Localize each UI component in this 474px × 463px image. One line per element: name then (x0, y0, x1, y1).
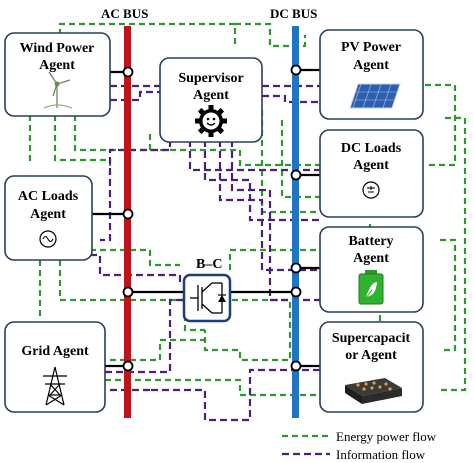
bus-nodes (122, 64, 302, 372)
battery-agent-subtitle: Agent (353, 251, 389, 266)
solar-panel-icon (349, 83, 401, 109)
dc-loads-agent-box (319, 129, 424, 218)
battery-agent-title: Battery (348, 234, 393, 249)
info-legend-label: Information flow (336, 447, 426, 462)
supercap-agent-title: Supercapacit (332, 331, 411, 346)
dc-bus-line (292, 26, 299, 418)
pv-agent-title: PV Power (341, 40, 401, 55)
battery-icon (358, 270, 384, 305)
ac-loads-agent-subtitle: Agent (30, 207, 66, 222)
dc-loads-agent-title: DC Loads (341, 141, 402, 156)
ac-bus-label: AC BUS (101, 6, 148, 21)
wind-turbine-icon (43, 71, 73, 109)
pv-agent-box (319, 29, 424, 120)
dc-bus-label: DC BUS (270, 6, 317, 21)
ac-source-icon (39, 230, 57, 248)
wind-agent-box (4, 32, 111, 117)
agent-boxes (4, 29, 424, 413)
pv-agent-subtitle: Agent (353, 58, 389, 73)
dc-source-icon (362, 181, 380, 199)
wind-agent-title: Wind Power (20, 41, 95, 56)
battery-agent-box (319, 226, 424, 313)
supercap-agent-subtitle: or Agent (345, 348, 397, 363)
ac-loads-agent-box (4, 175, 93, 261)
igbt-converter-icon (182, 273, 232, 323)
supervisor-agent-title: Supervisor (178, 71, 243, 86)
converter-label: B–C (196, 257, 222, 272)
supervisor-agent-subtitle: Agent (193, 88, 229, 103)
ac-bus-line (124, 26, 131, 418)
ac-loads-agent-title: AC Loads (18, 189, 79, 204)
supervisor-agent-box (159, 57, 263, 143)
legend: Energy power flow Information flow (282, 429, 437, 462)
supercapacitor-icon (345, 378, 402, 404)
energy-legend-label: Energy power flow (336, 429, 437, 444)
grid-agent-title: Grid Agent (21, 344, 89, 359)
wind-agent-subtitle: Agent (39, 58, 75, 73)
gear-smiley-icon (195, 105, 227, 137)
transmission-tower-icon (43, 366, 67, 406)
dc-loads-agent-subtitle: Agent (353, 158, 389, 173)
